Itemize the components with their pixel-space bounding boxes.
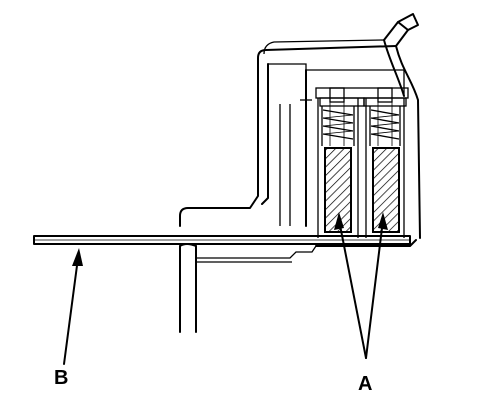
leader-b: [63, 248, 83, 365]
label-a: A: [358, 373, 372, 395]
plunger-assembly: [315, 87, 409, 238]
label-b: B: [54, 367, 68, 389]
upper-lever: [383, 13, 421, 239]
outer-housing: [179, 39, 405, 227]
springs: [322, 109, 400, 140]
lower-housing: [179, 239, 417, 333]
leader-a: [334, 212, 388, 359]
friction-pads: [324, 147, 400, 233]
plate-b: [33, 235, 411, 245]
